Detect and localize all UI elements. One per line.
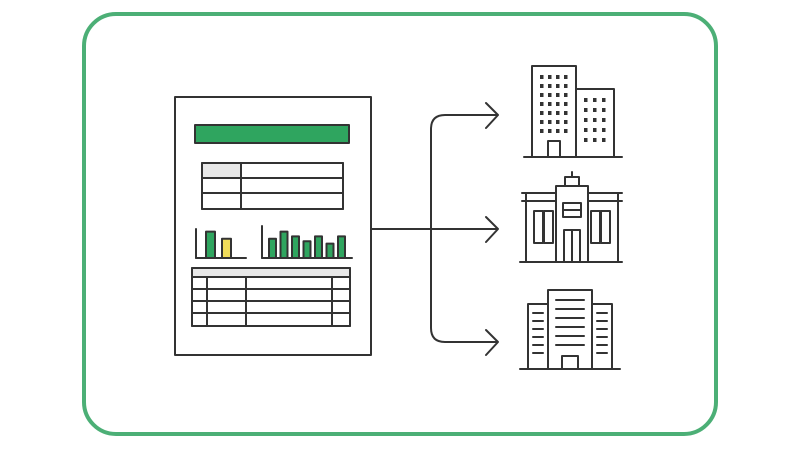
window — [556, 75, 560, 79]
mini-bar — [268, 237, 277, 260]
report-info-table — [201, 162, 344, 210]
window — [556, 129, 560, 133]
window — [584, 138, 588, 142]
mini-bar — [337, 235, 346, 259]
mini-bar — [291, 235, 300, 259]
window — [584, 108, 588, 112]
school-building-icon — [519, 171, 623, 263]
window — [548, 84, 552, 88]
window — [540, 102, 544, 106]
window — [602, 138, 606, 142]
window — [602, 98, 606, 102]
office-block-icon — [519, 289, 621, 370]
arrowhead-top — [485, 102, 499, 129]
connector-branch-bottom — [430, 228, 498, 343]
mini-bar — [314, 235, 323, 259]
window — [584, 128, 588, 132]
window — [540, 120, 544, 124]
window — [564, 111, 568, 115]
window — [564, 102, 568, 106]
report-data-table — [191, 267, 351, 327]
arrowhead-middle — [485, 216, 499, 243]
report-document-icon — [174, 96, 372, 356]
window — [540, 93, 544, 97]
window — [564, 75, 568, 79]
arrowhead-bottom — [485, 329, 499, 356]
window — [593, 128, 597, 132]
window — [548, 111, 552, 115]
mini-bar — [279, 230, 289, 260]
branching-arrows-icon — [370, 102, 499, 356]
window — [556, 102, 560, 106]
window — [548, 93, 552, 97]
window — [564, 129, 568, 133]
window — [602, 108, 606, 112]
window — [548, 120, 552, 124]
window — [593, 98, 597, 102]
window — [556, 111, 560, 115]
mini-bar — [302, 240, 312, 259]
report-title-bar — [194, 124, 350, 144]
window — [556, 120, 560, 124]
window — [564, 84, 568, 88]
window — [602, 118, 606, 122]
window — [593, 108, 597, 112]
window — [584, 98, 588, 102]
window — [602, 128, 606, 132]
window — [584, 118, 588, 122]
mini-bar — [221, 237, 232, 260]
mini-bar — [325, 242, 335, 260]
window — [540, 129, 544, 133]
mini-bar-chart-2 — [261, 225, 353, 260]
mini-bar — [205, 230, 216, 260]
window — [564, 93, 568, 97]
window — [593, 138, 597, 142]
window — [593, 118, 597, 122]
window — [556, 84, 560, 88]
window — [540, 111, 544, 115]
window — [540, 75, 544, 79]
window — [564, 120, 568, 124]
office-towers-icon — [523, 65, 623, 158]
window — [556, 93, 560, 97]
window — [548, 102, 552, 106]
window — [540, 84, 544, 88]
window — [548, 75, 552, 79]
window — [548, 129, 552, 133]
mini-bar-chart-1 — [195, 228, 247, 260]
connector-branch-top — [430, 114, 498, 230]
